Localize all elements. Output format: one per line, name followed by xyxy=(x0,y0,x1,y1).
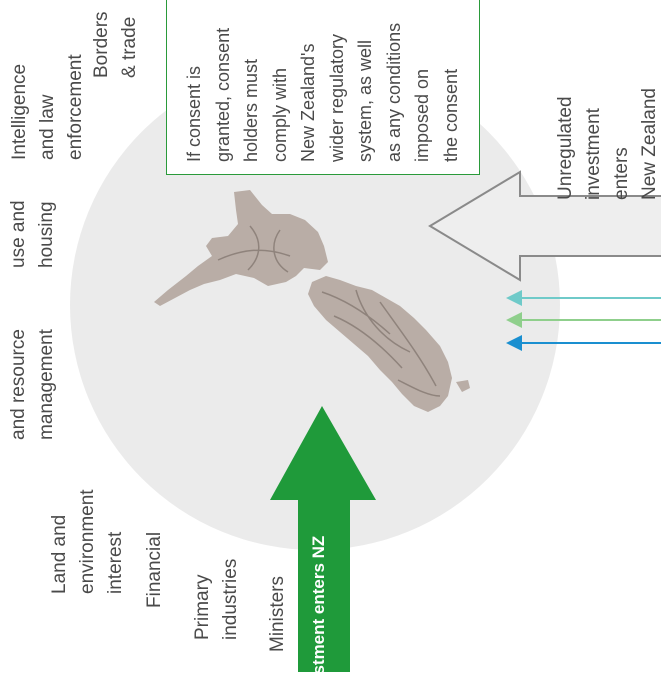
investment-enters-nz-label: estment enters NZ xyxy=(309,535,328,684)
south-island-pattern xyxy=(321,289,441,397)
north-island-shape xyxy=(154,190,328,306)
financial-label: Financial xyxy=(144,531,165,608)
consent-conditions-box xyxy=(166,0,480,175)
resource-management-label: and resource management xyxy=(8,329,57,440)
north-island-pattern xyxy=(217,225,291,273)
land-environment-label: Land and environment interest xyxy=(49,489,126,594)
primary-industries-label: Primary industries xyxy=(192,558,241,640)
light-green-arrowhead xyxy=(506,312,522,328)
ministers-label: Ministers xyxy=(267,575,288,652)
housing-label: use and housing xyxy=(8,200,57,268)
stewart-island-shape xyxy=(456,380,470,392)
consent-conditions-text: If consent is granted, consent holders m… xyxy=(184,22,461,162)
intelligence-label: Intelligence and law enforcement xyxy=(9,54,86,160)
blue-arrowhead xyxy=(506,335,522,351)
teal-arrowhead xyxy=(506,290,522,306)
borders-label: Borders & trade xyxy=(91,11,140,78)
investment-enters-nz-arrow xyxy=(270,406,376,672)
unregulated-investment-label: Unregulated investment enters New Zealan… xyxy=(555,88,660,200)
south-island-shape xyxy=(308,276,452,412)
unregulated-investment-arrow xyxy=(428,170,661,282)
